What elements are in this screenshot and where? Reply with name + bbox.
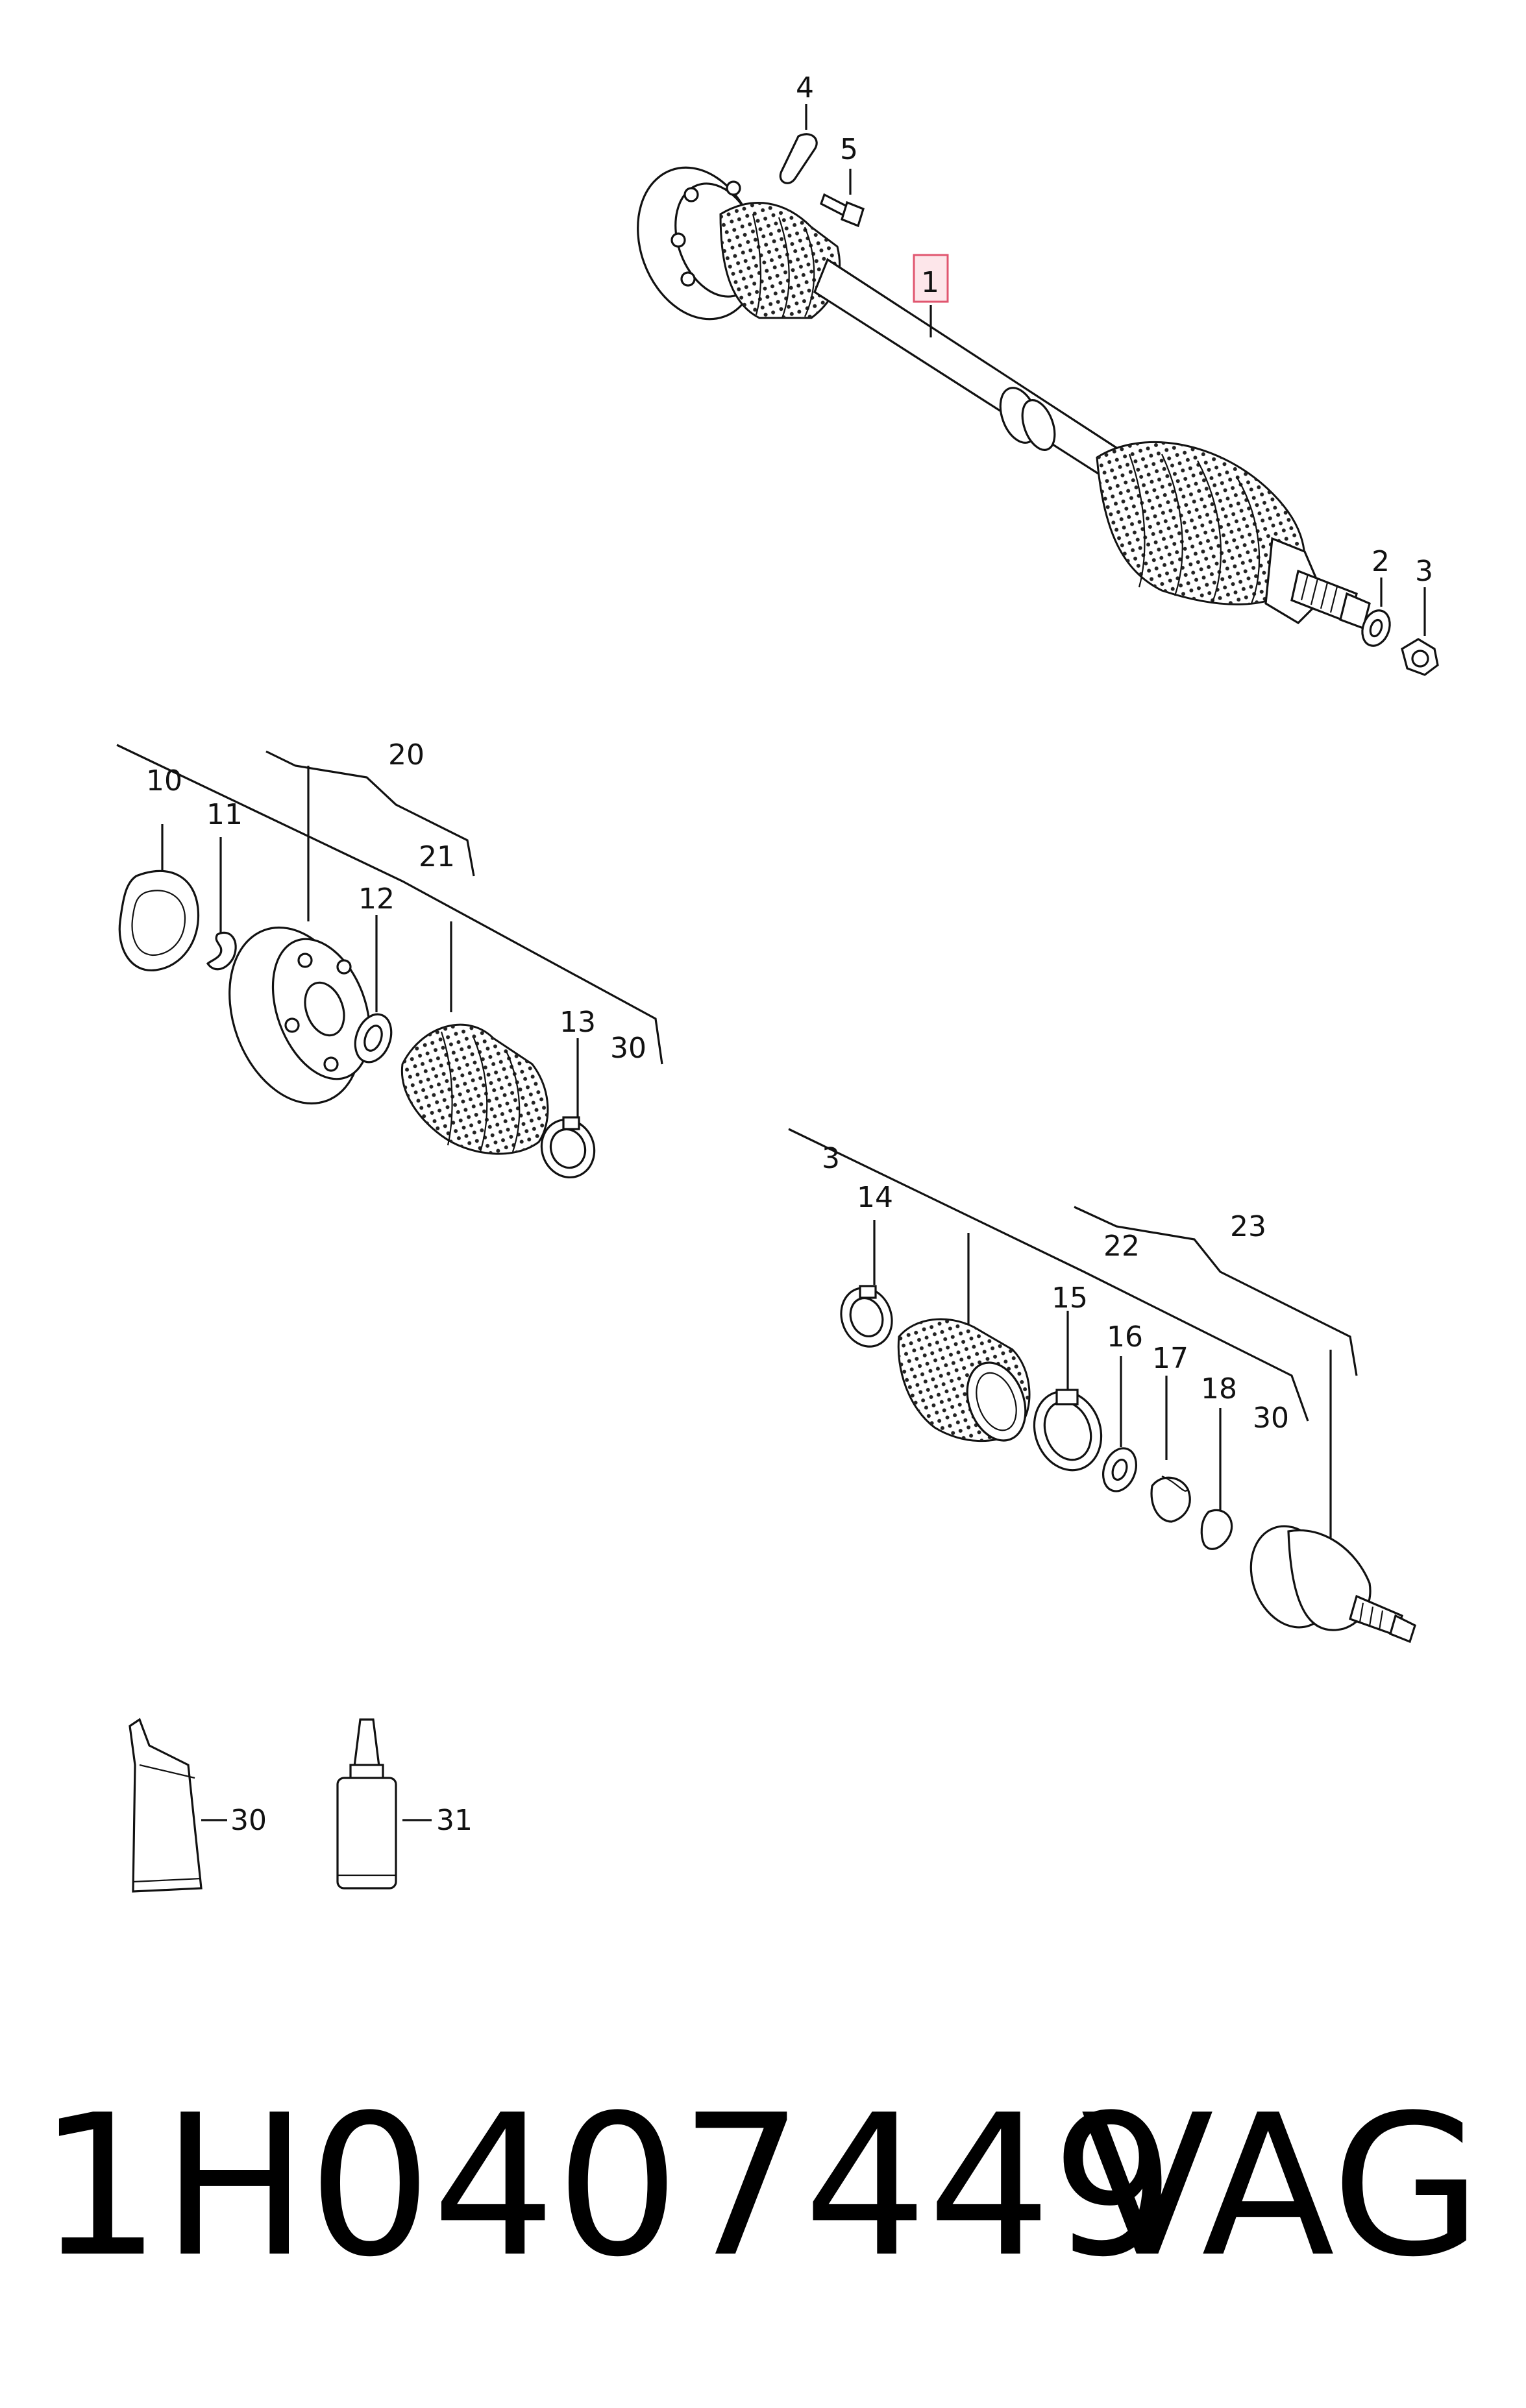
part-number: 1H0407449 [38,2073,1175,2300]
washer-part-12[interactable] [349,1009,398,1067]
callout-13: 13 [560,1006,596,1039]
bolt-part-5[interactable] [820,193,865,228]
washer-part-16[interactable] [1098,1444,1142,1496]
sealant-bottle-part-31[interactable] [336,1718,397,1890]
callout-11: 11 [206,798,243,831]
inner-joint-exploded-group [116,744,663,1185]
callout-2: 2 [1372,545,1390,578]
outer-joint-stub [1264,537,1371,630]
cv-joint-part-23[interactable] [1237,1514,1416,1644]
callout-30-outer: 30 [1253,1402,1289,1435]
clamp-part-15[interactable] [1024,1382,1112,1480]
inner-boot [719,202,841,319]
callout-30-grease: 30 [230,1804,267,1837]
boot-part-21[interactable] [400,1023,549,1155]
circlip-part-18[interactable] [1200,1509,1233,1550]
exploded-parts-diagram: 4 5 1 2 3 10 11 20 21 12 13 30 3 14 22 2… [116,71,1439,1893]
spacer-part-17[interactable] [1150,1475,1191,1523]
brand-name: VAG [1081,2073,1483,2300]
circlip-part-4[interactable] [779,133,818,184]
callout-12: 12 [358,882,395,916]
callout-1: 1 [921,266,939,299]
callout-23: 23 [1230,1210,1266,1243]
nut-part-3[interactable] [1401,638,1439,676]
part-number-footer: 1H0407449 VAG [0,2063,1526,2323]
callout-10: 10 [146,764,182,797]
callout-18: 18 [1201,1372,1237,1405]
callout-31: 31 [436,1804,473,1837]
callout-21: 21 [419,840,455,873]
cv-joint-part-20[interactable] [206,909,388,1122]
grease-tube-part-30[interactable] [129,1718,203,1893]
circlip-part-11[interactable] [206,931,237,971]
callout-15: 15 [1052,1282,1088,1315]
callout-3: 3 [1415,555,1433,588]
callout-30-inner: 30 [610,1032,646,1065]
outer-boot [1096,441,1306,605]
washer-part-2[interactable] [1358,607,1395,650]
callout-22: 22 [1103,1230,1140,1263]
callout-16: 16 [1107,1320,1143,1354]
callout-1-highlight [913,254,949,303]
shaft-tube [813,258,1118,479]
gasket-part-10[interactable] [118,870,200,971]
drive-shaft-assembly[interactable] [617,151,1371,630]
leaders-main [805,104,1426,636]
outer-joint-exploded-group [788,1128,1416,1644]
callout-labels: 4 5 1 2 3 10 11 20 21 12 13 30 3 14 22 2… [146,71,1433,1837]
callout-20: 20 [388,738,425,772]
callout-5: 5 [840,133,858,166]
callout-14: 14 [857,1181,893,1214]
outer-boot-part[interactable] [897,1318,1035,1449]
clamp-part-14[interactable] [833,1281,900,1354]
clamp-part-13[interactable] [534,1112,602,1185]
callout-3-outer: 3 [822,1142,840,1175]
callout-4: 4 [796,71,814,104]
callout-17: 17 [1152,1342,1188,1375]
